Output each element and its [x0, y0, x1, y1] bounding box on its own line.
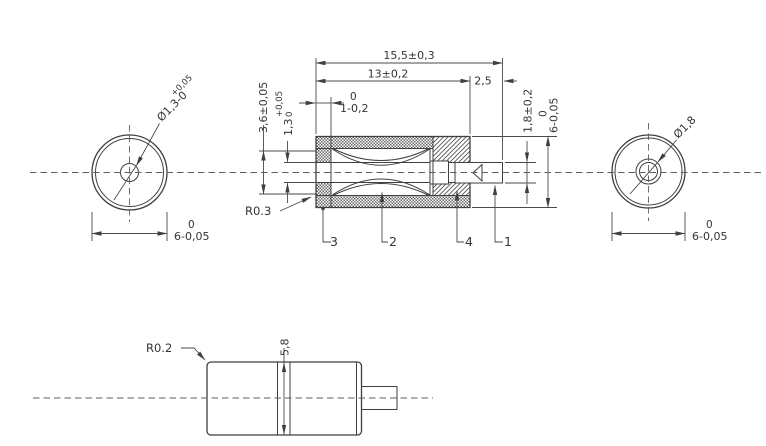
left-bore-leader-line	[136, 123, 160, 167]
dim-waist-diameter: 3,6±0,05	[257, 82, 270, 133]
dim-bore-label: 1,3 +0,05 0	[275, 91, 295, 136]
right-od-extension-lines	[611, 212, 686, 241]
dim-pin-dia-label: 1,8±0,2	[522, 89, 535, 133]
dim-cap-upper-tol: 0	[350, 91, 357, 103]
left-end-view: Ø1,3-0 +0,05 0 6-0,05	[91, 73, 209, 243]
part-label-1: 1	[504, 234, 512, 249]
side-corner-radius-label: R0.2	[146, 341, 172, 355]
sleeve-top-band-hatch	[316, 136, 433, 149]
sleeve-bottom-band-hatch	[316, 195, 470, 208]
top-extension-lines	[315, 58, 503, 160]
left-bore-leader-tail	[113, 165, 137, 201]
side-waist-label: 5,8	[279, 339, 292, 357]
dim-overall-length: 15,5±0,3	[383, 49, 434, 62]
part3-leader-dot	[321, 206, 325, 211]
part4-leader	[454, 190, 464, 243]
side-view: 5,8 R0.2	[146, 339, 398, 436]
right-pin-diameter-label: Ø1,8	[671, 113, 699, 141]
left-bore-diameter-label: Ø1,3-0 +0,05	[154, 73, 194, 124]
side-body-edges	[277, 361, 357, 436]
dim-bore-lower-tol: 0	[285, 112, 295, 117]
part-label-3: 3	[330, 234, 338, 249]
part3-leader	[322, 209, 331, 243]
section-view: 15,5±0,3 13±0,2 2,5 0 1-0,2 3,6±0,05 1,3…	[245, 49, 561, 249]
part1-leader	[492, 185, 503, 243]
internal-vertical-edges	[330, 136, 434, 208]
right-pin-leader-line	[657, 139, 677, 163]
centerlines	[30, 123, 762, 399]
roller-hourglass-curves	[332, 147, 430, 197]
dim-body-length: 13±0,2	[368, 68, 409, 81]
dim-waist-label: 3,6±0,05	[257, 82, 270, 133]
right-od-value: 6-0,05	[692, 230, 727, 243]
fillet-radius-label: R0.3	[245, 204, 271, 218]
part-label-4: 4	[465, 234, 473, 249]
right-pin-dia-value: Ø1,8	[671, 113, 699, 141]
dim-bore-upper-tol: +0,05	[275, 91, 285, 117]
dim-cap-thickness: 1-0,2	[340, 102, 368, 115]
dim-bore-main: 1,3	[282, 119, 295, 137]
right-pin-leader-tail	[629, 162, 658, 195]
sleeve-band-inner-edges	[315, 148, 471, 196]
left-od-value: 6-0,05	[174, 230, 209, 243]
side-corner-radius-leader	[181, 347, 206, 361]
right-od-upper-tol: 0	[706, 219, 713, 231]
part2-leader	[379, 192, 388, 243]
left-od-upper-tol: 0	[188, 219, 195, 231]
dim-pin-protrusion: 2,5	[474, 75, 492, 88]
left-od-extension-lines	[91, 212, 168, 241]
dim-od-label: 6-0,05 0	[538, 98, 561, 133]
dim-od-upper-tol: 0	[538, 110, 550, 117]
right-end-view: Ø1,8 0 6-0,05	[611, 113, 727, 243]
sleeve-cap-upper-hatch	[316, 136, 331, 163]
dim-od-value: 6-0,05	[548, 98, 561, 133]
bore-lines	[315, 162, 456, 183]
side-waist-value: 5,8	[279, 339, 292, 357]
fillet-radius-leader	[279, 196, 312, 212]
right-extension-lines	[472, 136, 557, 208]
part-label-2: 2	[389, 234, 397, 249]
dim-pin-diameter: 1,8±0,2	[522, 89, 535, 133]
